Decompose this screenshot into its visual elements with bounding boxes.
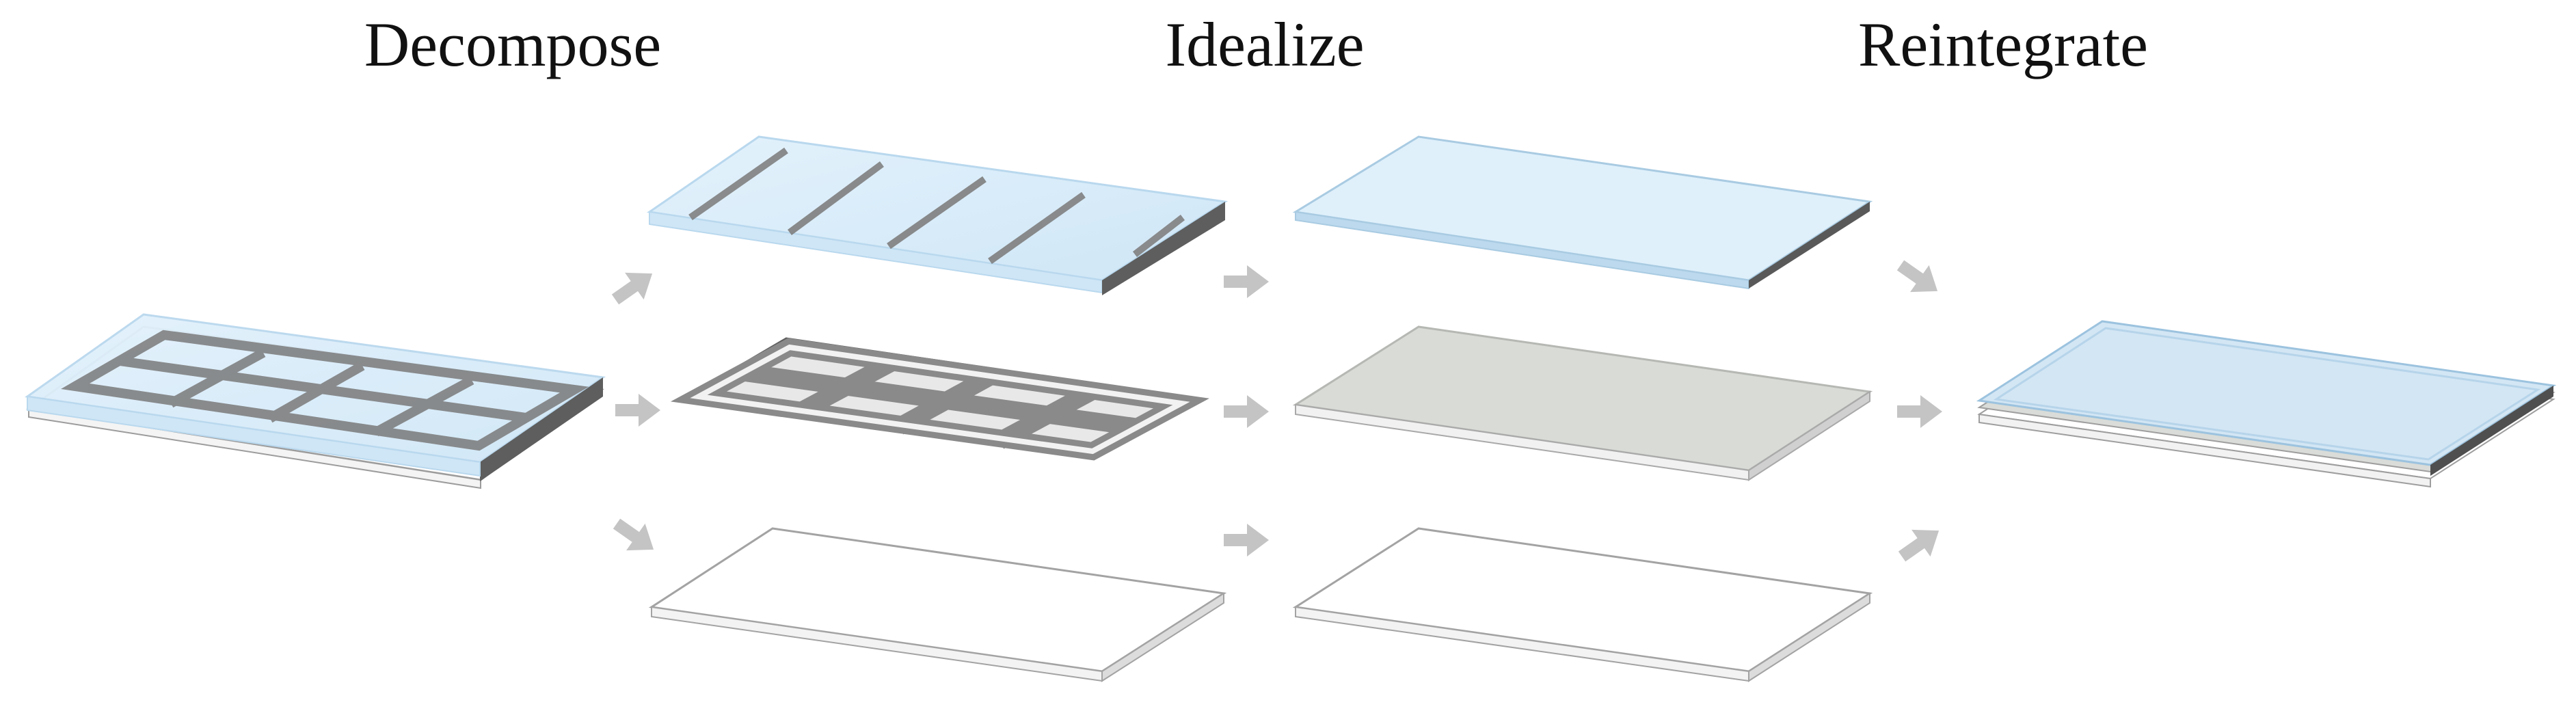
reintegrated-plate <box>1976 320 2557 488</box>
base-sheet <box>648 527 1227 682</box>
idealized-glass-plate <box>1292 135 1873 290</box>
arrow-icon <box>1896 260 1938 293</box>
arrow-icon <box>1897 395 1942 428</box>
idealized-frame-plate <box>1292 325 1873 481</box>
arrow-icon <box>613 518 654 551</box>
arrow-icon <box>1898 529 1940 562</box>
glass-with-ribs <box>647 135 1229 295</box>
arrow-icon <box>1224 265 1269 298</box>
heading-idealize: Idealize <box>1165 10 1365 79</box>
arrow-icon <box>611 272 653 305</box>
arrow-icon <box>615 394 660 427</box>
heading-reintegrate: Reintegrate <box>1857 10 2149 79</box>
heading-decompose: Decompose <box>364 10 662 79</box>
idealized-base-sheet <box>1292 527 1873 682</box>
arrow-icon <box>1224 524 1269 556</box>
combined-panel <box>25 313 606 489</box>
frame-grid <box>670 337 1209 461</box>
arrow-icon <box>1224 395 1269 428</box>
